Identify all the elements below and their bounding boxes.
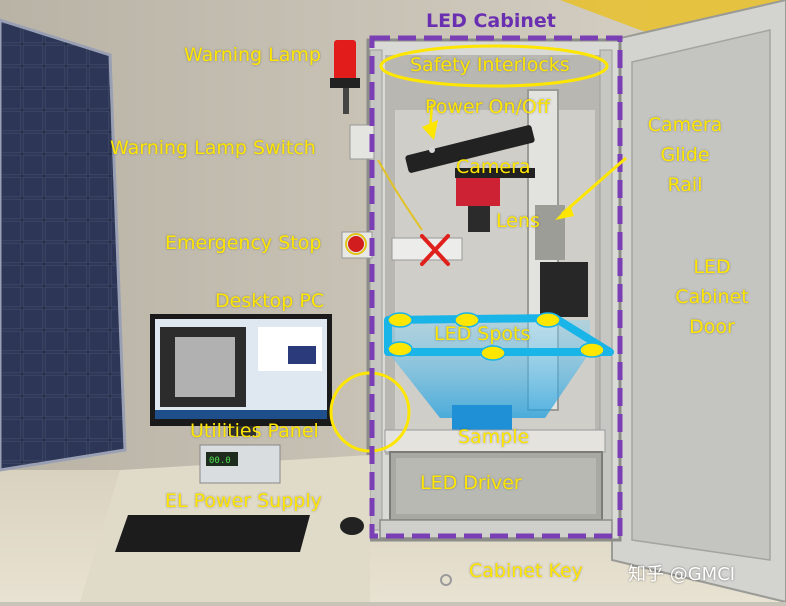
led-cabinet-door-line: Cabinet <box>675 286 749 308</box>
power-strip <box>405 125 535 173</box>
svg-text:00.0: 00.0 <box>209 456 231 466</box>
mouse <box>340 517 364 535</box>
rail-arrow-line <box>561 156 627 216</box>
power-arrow-line <box>428 103 434 131</box>
emergency-stop-label: Emergency Stop <box>165 232 322 254</box>
rail-motor <box>540 262 588 317</box>
warning-lamp-pole <box>343 88 349 114</box>
taskbar <box>155 410 327 419</box>
camera-glide-rail-line: Camera <box>647 114 723 136</box>
power-on-off-label: Power On/Off <box>425 96 550 118</box>
sample-label: Sample <box>458 426 530 448</box>
led-spot <box>579 342 605 358</box>
desktop-pc-label: Desktop PC <box>215 290 325 312</box>
solar-panel <box>0 18 127 472</box>
led-driver-label: LED Driver <box>420 472 522 494</box>
led-spot <box>480 345 506 361</box>
screen-thumbnail <box>288 346 316 364</box>
cabinet-key-label: Cabinet Key <box>469 560 583 582</box>
el-power-supply-label: EL Power Supply <box>165 490 322 512</box>
warning-lamp <box>334 40 356 80</box>
camera-glide-rail-line: Rail <box>667 174 703 196</box>
camera-lens <box>468 206 490 232</box>
watermark: 知乎 @GMCI <box>628 564 736 585</box>
led-driver-front <box>396 458 596 514</box>
led-spot <box>454 312 480 328</box>
power-switch <box>429 147 435 153</box>
camera-body <box>456 178 500 206</box>
camera-glide-rail-label: Camera Glide Rail <box>640 110 730 200</box>
led-light-cone <box>388 320 590 418</box>
led-spot <box>387 312 413 328</box>
emergency-stop-button <box>348 236 364 252</box>
cabinet-door-inner <box>631 29 771 561</box>
warning-lamp-label: Warning Lamp <box>184 44 321 66</box>
led-spot <box>387 341 413 357</box>
led-spot <box>535 312 561 328</box>
camera-label: Camera <box>456 156 531 178</box>
led-cabinet-outline <box>369 35 623 539</box>
keyboard <box>115 515 310 552</box>
cable <box>377 159 423 231</box>
safety-interlocks-label: Safety Interlocks <box>410 54 570 76</box>
emergency-stop-ring <box>345 233 367 255</box>
led-spot-frame <box>384 314 614 356</box>
led-spots-label: LED Spots <box>434 323 531 345</box>
removed-lamp-cross <box>420 234 450 266</box>
rail-arrow-head <box>555 205 574 220</box>
rail-carriage <box>535 205 565 260</box>
sample-plate <box>452 405 512 433</box>
camera-mount <box>455 168 535 178</box>
screen-el-cell <box>175 337 235 397</box>
monitor-stand <box>228 426 256 436</box>
warning-lamp-switch-label: Warning Lamp Switch <box>110 137 316 159</box>
utilities-panel-label: Utilities Panel <box>190 420 319 442</box>
warning-lamp-base <box>330 78 360 88</box>
camera-glide-rail-line: Glide <box>660 144 710 166</box>
led-cabinet-door-line: Door <box>689 316 735 338</box>
led-spots <box>387 312 605 361</box>
cabinet-key <box>440 574 452 586</box>
led-cabinet-door-line: LED <box>693 256 731 278</box>
safety-interlocks-highlight <box>379 44 609 88</box>
psu-display <box>206 452 238 466</box>
led-cabinet-door-label: LED Cabinet Door <box>660 252 764 342</box>
led-cabinet-label: LED Cabinet <box>426 10 556 32</box>
lens-label: Lens <box>496 210 540 232</box>
